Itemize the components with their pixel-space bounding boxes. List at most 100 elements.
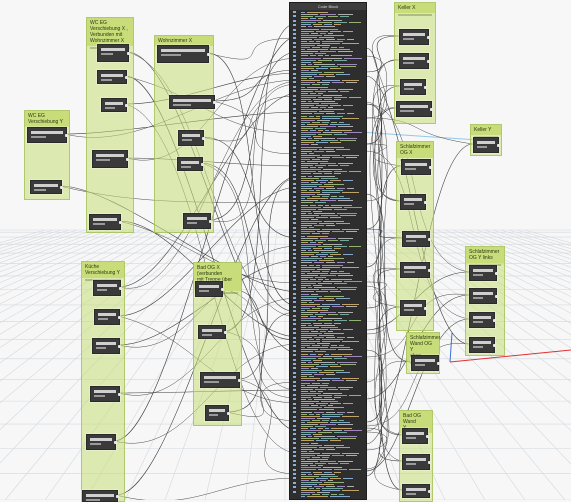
input-port[interactable]: [293, 367, 296, 370]
input-port[interactable]: [293, 55, 296, 57]
slider-node[interactable]: [469, 337, 496, 353]
output-port[interactable]: [493, 319, 496, 322]
output-port[interactable]: [207, 53, 210, 56]
slider-node[interactable]: [400, 300, 427, 316]
input-port[interactable]: [293, 50, 296, 53]
output-port[interactable]: [126, 158, 129, 161]
input-port[interactable]: [293, 297, 296, 299]
input-port[interactable]: [293, 19, 296, 22]
output-port[interactable]: [118, 345, 121, 348]
input-port[interactable]: [293, 72, 296, 75]
slider-node[interactable]: [97, 70, 128, 84]
slider-node[interactable]: [401, 159, 432, 175]
input-port[interactable]: [293, 209, 296, 211]
input-port[interactable]: [293, 468, 296, 471]
input-port[interactable]: [293, 244, 296, 247]
group-kueche-y[interactable]: Küche Verschiebung Y: [81, 261, 125, 502]
output-port[interactable]: [429, 166, 432, 169]
input-port[interactable]: [293, 90, 296, 93]
input-port[interactable]: [293, 94, 296, 97]
input-port[interactable]: [293, 261, 296, 264]
input-port[interactable]: [293, 358, 296, 361]
slider-node[interactable]: [411, 355, 440, 371]
slider-node[interactable]: [92, 150, 129, 168]
input-port[interactable]: [293, 77, 296, 79]
slider-node[interactable]: [178, 130, 205, 146]
input-port[interactable]: [293, 371, 296, 374]
input-port[interactable]: [293, 442, 296, 445]
output-port[interactable]: [427, 60, 430, 63]
slider-node[interactable]: [396, 101, 433, 117]
output-port[interactable]: [201, 163, 204, 166]
input-port[interactable]: [293, 191, 296, 194]
output-port[interactable]: [221, 288, 224, 291]
input-port[interactable]: [293, 459, 296, 462]
output-port[interactable]: [119, 287, 122, 290]
input-port[interactable]: [293, 437, 296, 440]
input-port[interactable]: [293, 28, 296, 31]
slider-node[interactable]: [473, 137, 500, 153]
slider-node[interactable]: [27, 127, 68, 143]
input-port[interactable]: [293, 68, 296, 71]
input-port[interactable]: [293, 451, 296, 453]
input-port[interactable]: [293, 266, 296, 269]
input-port[interactable]: [293, 336, 296, 339]
output-port[interactable]: [428, 461, 431, 464]
input-port[interactable]: [293, 112, 296, 115]
slider-node[interactable]: [402, 231, 431, 247]
slider-node[interactable]: [469, 265, 498, 281]
input-port[interactable]: [293, 292, 296, 295]
input-port[interactable]: [293, 116, 296, 119]
input-port[interactable]: [293, 138, 296, 141]
input-port[interactable]: [293, 490, 296, 493]
slider-node[interactable]: [177, 157, 204, 171]
input-port[interactable]: [293, 283, 296, 286]
slider-node[interactable]: [30, 180, 63, 194]
output-port[interactable]: [428, 490, 431, 493]
slider-node[interactable]: [97, 44, 130, 62]
input-port[interactable]: [293, 156, 296, 159]
input-port[interactable]: [293, 15, 296, 18]
input-port[interactable]: [293, 213, 296, 216]
input-port[interactable]: [293, 398, 296, 401]
input-port[interactable]: [293, 288, 296, 291]
slider-node[interactable]: [157, 45, 210, 63]
output-port[interactable]: [437, 362, 440, 365]
input-port[interactable]: [293, 323, 296, 326]
input-port[interactable]: [293, 363, 296, 365]
output-port[interactable]: [426, 435, 429, 438]
input-port[interactable]: [293, 121, 296, 123]
input-port[interactable]: [293, 204, 296, 207]
input-port[interactable]: [293, 433, 296, 436]
input-port[interactable]: [293, 393, 296, 396]
slider-node[interactable]: [92, 338, 121, 354]
input-port[interactable]: [293, 24, 296, 27]
output-port[interactable]: [65, 134, 68, 137]
input-port[interactable]: [293, 125, 296, 128]
input-port[interactable]: [293, 160, 296, 163]
output-port[interactable]: [495, 272, 498, 275]
input-port[interactable]: [293, 455, 296, 458]
input-port[interactable]: [293, 134, 296, 137]
input-port[interactable]: [293, 424, 296, 427]
output-port[interactable]: [118, 316, 121, 319]
slider-node[interactable]: [205, 405, 230, 421]
output-port[interactable]: [428, 238, 431, 241]
input-port[interactable]: [293, 429, 296, 431]
input-port[interactable]: [293, 389, 296, 392]
output-port[interactable]: [125, 76, 128, 79]
input-port[interactable]: [293, 129, 296, 132]
output-port[interactable]: [424, 86, 427, 89]
input-port[interactable]: [293, 341, 296, 343]
output-port[interactable]: [424, 307, 427, 310]
input-port[interactable]: [293, 275, 296, 277]
input-port[interactable]: [293, 380, 296, 383]
group-wc-eg-y[interactable]: WC EG Verschiebung Y: [24, 110, 70, 200]
input-port[interactable]: [293, 46, 296, 49]
output-port[interactable]: [424, 201, 427, 204]
input-port[interactable]: [293, 187, 296, 189]
slider-node[interactable]: [198, 325, 227, 339]
input-port[interactable]: [293, 173, 296, 176]
slider-node[interactable]: [402, 428, 429, 444]
input-port[interactable]: [293, 420, 296, 423]
